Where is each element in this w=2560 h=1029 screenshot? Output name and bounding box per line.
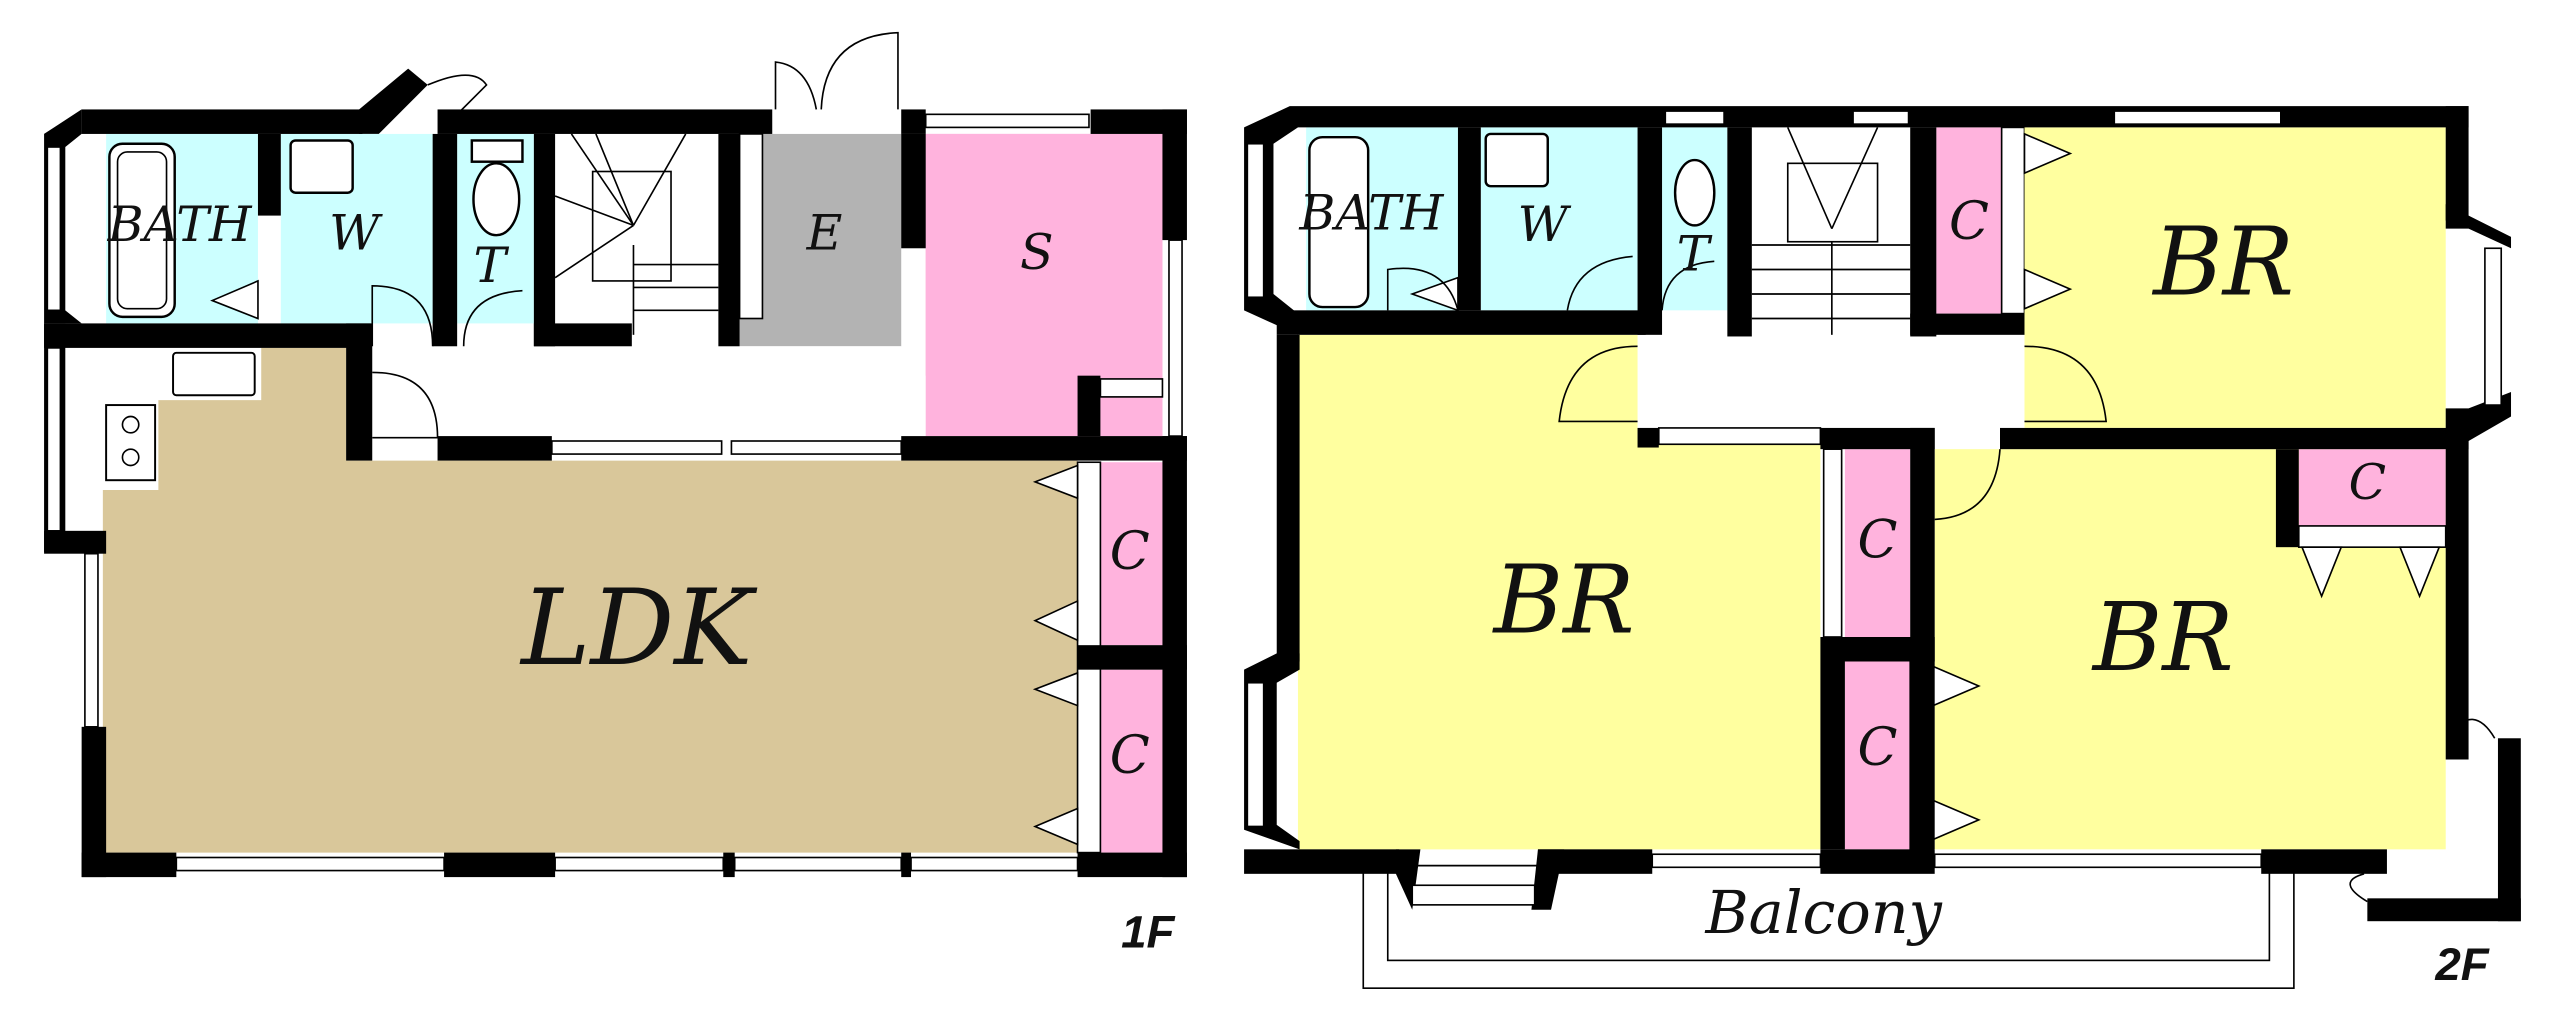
- bedroom-label-right: BR: [2091, 583, 2234, 693]
- sink-icon: [289, 139, 354, 194]
- closet-label-2f-right: C: [2349, 454, 2386, 511]
- bath-label-2f: BATH: [1298, 185, 1444, 242]
- closet-1f-2: [1100, 669, 1163, 853]
- hallway-2f: [1637, 334, 2002, 428]
- sink-icon-2f: [1484, 132, 1549, 188]
- bedroom-top-right: [2024, 127, 2446, 428]
- bathtub: [108, 142, 176, 319]
- closet-1f-1: [1100, 462, 1163, 646]
- closet-2f-top: [1936, 127, 2002, 314]
- closet-label-1f-1: C: [1110, 522, 1150, 582]
- closet-label-2f-middle-2: C: [1858, 718, 1898, 778]
- closet-label-1f-2: C: [1110, 726, 1150, 786]
- kitchen-sink: [172, 351, 256, 397]
- closet-2f-middle-1: [1844, 449, 1911, 637]
- closet-2f-right: [2298, 449, 2446, 526]
- bath-label-1f: BATH: [107, 196, 253, 253]
- bedroom-left: [1297, 334, 1821, 850]
- storage-label: S: [1020, 224, 1054, 281]
- toilet-icon-2f: [1673, 158, 1716, 227]
- entrance-label: E: [806, 204, 843, 261]
- ldk-label: LDK: [519, 567, 758, 689]
- washroom-label-1f: W: [329, 204, 383, 261]
- balcony-label: Balcony: [1705, 878, 1943, 947]
- entrance-1f: [739, 133, 902, 347]
- bedroom-label-left: BR: [1492, 546, 1635, 656]
- stairs-1f: [555, 133, 719, 335]
- floor-label-1f: 1F: [1121, 906, 1175, 957]
- toilet-icon: [472, 162, 521, 237]
- closet-label-2f-top: C: [1949, 192, 1989, 252]
- hallway-1f: [372, 346, 902, 438]
- closet-2f-middle-2: [1844, 661, 1911, 850]
- closet-door-icons: [210, 279, 1079, 846]
- bathtub-2f: [1308, 135, 1370, 309]
- stairs-lines: [554, 133, 719, 335]
- stove-icon: [105, 404, 157, 482]
- floor-label-2f: 2F: [2434, 939, 2489, 990]
- washroom-label-2f: W: [1518, 196, 1572, 253]
- windows-2f: [1246, 110, 2503, 906]
- bedroom-label-top-right: BR: [2151, 207, 2294, 317]
- ldk-room: [102, 347, 1078, 853]
- closet-label-2f-middle-1: C: [1858, 510, 1898, 570]
- walls-2f: [1244, 106, 2521, 922]
- floor-2-plan: BATH W T C BR BR BR C C C Balcony 2F: [1244, 106, 2521, 990]
- toilet-label-1f: T: [473, 237, 509, 294]
- stairs-lines-2f: [1751, 127, 1911, 337]
- windows-1f: [46, 113, 1183, 872]
- door-swings-2f: [1386, 255, 2496, 903]
- door-swings-1f: [371, 31, 899, 439]
- toilet-label-2f: T: [1677, 226, 1713, 283]
- floor-1-plan: BATH W T E S LDK C C 1F: [44, 31, 1187, 957]
